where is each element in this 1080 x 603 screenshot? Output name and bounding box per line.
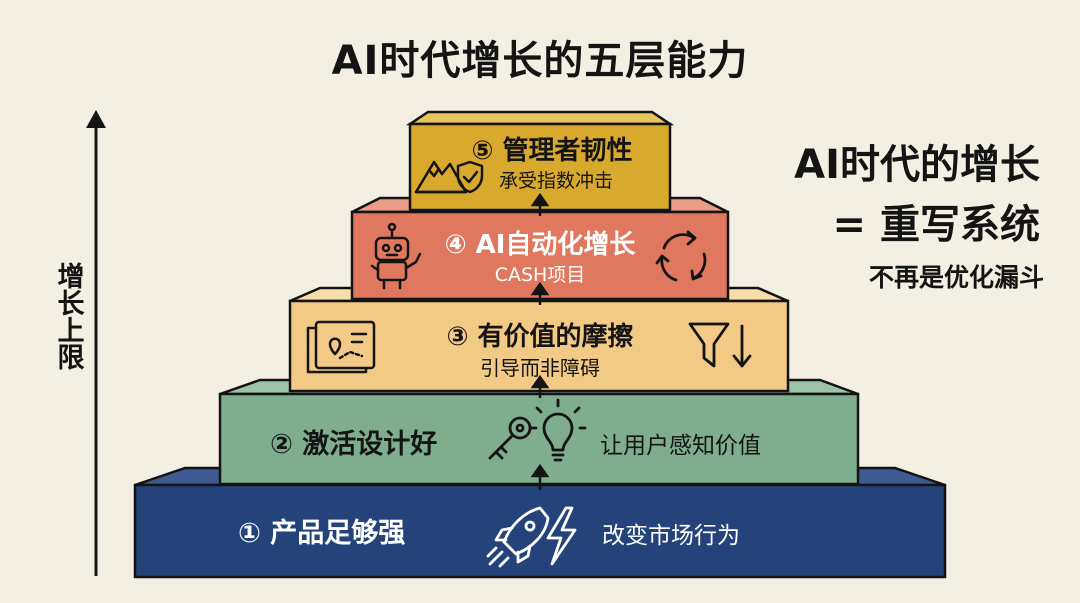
page-title: AI时代增长的五层能力	[331, 38, 749, 84]
y-axis-label: 增长上限	[46, 262, 90, 378]
cycle-arrows-icon	[655, 230, 707, 282]
level-1-label: ① 产品足够强	[238, 511, 405, 550]
lightbulb-icon	[529, 398, 587, 462]
y-axis-label-text: 增长上限	[52, 262, 84, 370]
level-4-number: ④	[444, 230, 467, 260]
map-icon	[306, 320, 376, 374]
level-4-label: ④ AI自动化增长	[420, 224, 660, 261]
level-2-desc: 让用户感知价值	[600, 433, 761, 459]
level-5-number: ⑤	[471, 136, 494, 166]
level-1-block	[133, 466, 947, 579]
level-3-label: ③ 有价值的摩擦	[390, 316, 690, 353]
level-4-name: AI自动化增长	[475, 230, 636, 260]
level-2-name: 激活设计好	[302, 429, 438, 460]
level-3-number: ③	[446, 322, 469, 352]
growth-axis-arrow	[86, 110, 106, 576]
level-3-desc: 引导而非障碍	[480, 356, 600, 380]
level-1-number: ①	[238, 518, 261, 549]
level-5-block	[405, 110, 675, 212]
level-5-desc: 承受指数冲击	[498, 170, 613, 192]
level-3-name: 有价值的摩擦	[477, 322, 634, 352]
rocket-icon	[486, 506, 550, 568]
level-1-desc: 改变市场行为	[602, 523, 740, 549]
funnel-down-icon	[688, 322, 752, 368]
level-1-front	[133, 483, 947, 579]
side-note-line-1: AI时代的增长	[794, 142, 1040, 188]
side-note-line-3: 不再是优化漏斗	[868, 263, 1044, 292]
side-note-line-2: = 重写系统	[832, 202, 1040, 248]
robot-icon	[370, 222, 422, 290]
level-2-label: ② 激活设计好	[270, 422, 437, 461]
mountain-icon	[414, 160, 468, 194]
shield-check-icon	[456, 160, 484, 194]
level-4-desc: CASH项目	[494, 264, 586, 286]
level-1-name: 产品足够强	[270, 518, 406, 549]
level-5-label: ⑤ 管理者韧性	[452, 130, 652, 167]
lightning-icon	[546, 506, 577, 566]
level-connectors	[530, 192, 550, 490]
level-2-number: ②	[270, 429, 293, 460]
level-5-name: 管理者韧性	[502, 136, 633, 166]
